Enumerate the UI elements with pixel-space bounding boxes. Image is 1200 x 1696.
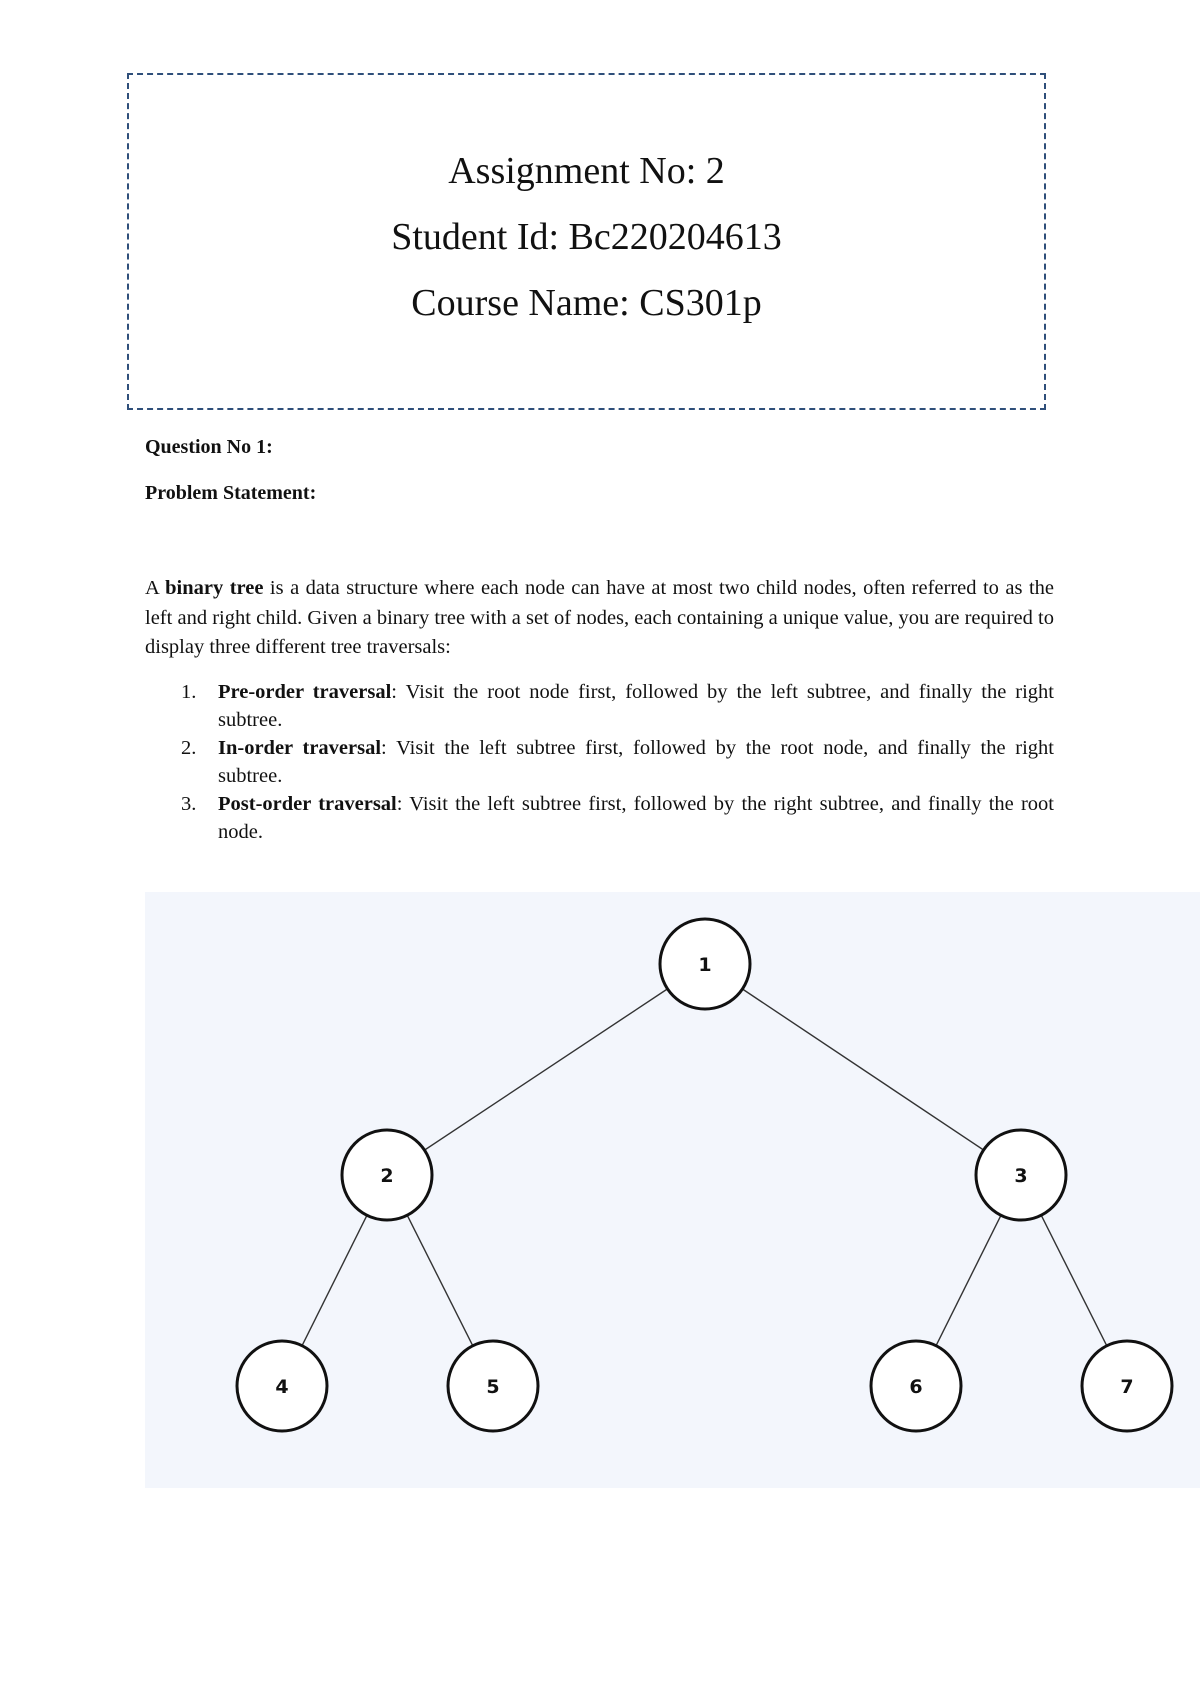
intro-bold-term: binary tree bbox=[165, 577, 264, 599]
tree-edge-3-6 bbox=[935, 1214, 1002, 1347]
tree-edge-2-5 bbox=[406, 1214, 474, 1347]
list-item-name: Pre-order traversal bbox=[218, 681, 392, 703]
list-item: 3. Post-order traversal: Visit the left s… bbox=[145, 790, 1054, 846]
intro-prefix: A bbox=[145, 577, 166, 599]
tree-node-3: 3 bbox=[974, 1128, 1068, 1222]
tree-node-4: 4 bbox=[235, 1339, 329, 1433]
traversal-list: 1. Pre-order traversal: Visit the root no… bbox=[145, 678, 1054, 846]
problem-statement-label: Problem Statement: bbox=[145, 482, 317, 504]
tree-node-circle bbox=[974, 1128, 1068, 1222]
list-item-description: : Visit the left subtree first, followed… bbox=[218, 737, 1054, 787]
assignment-header-box: Assignment No: 2 Student Id: Bc220204613… bbox=[127, 73, 1046, 410]
list-item: 2. In-order traversal: Visit the left sub… bbox=[145, 734, 1054, 790]
tree-node-label: 7 bbox=[1120, 1376, 1133, 1398]
course-name: Course Name: CS301p bbox=[411, 282, 762, 324]
binary-tree-svg: 1 2 3 4 5 6 7 bbox=[235, 917, 1174, 1433]
list-item-name: In-order traversal bbox=[218, 737, 382, 759]
tree-node-label: 1 bbox=[698, 954, 711, 976]
question-number-label: Question No 1: bbox=[145, 436, 273, 458]
tree-node-label: 3 bbox=[1014, 1165, 1027, 1187]
assignment-number: Assignment No: 2 bbox=[448, 150, 725, 192]
tree-node-2: 2 bbox=[340, 1128, 434, 1222]
tree-node-1: 1 bbox=[658, 917, 752, 1011]
tree-node-circle bbox=[1080, 1339, 1174, 1433]
binary-tree-diagram: 1 2 3 4 5 6 7 bbox=[145, 892, 1200, 1488]
tree-node-7: 7 bbox=[1080, 1339, 1174, 1433]
tree-node-circle bbox=[869, 1339, 963, 1433]
tree-node-label: 2 bbox=[380, 1165, 393, 1187]
list-item: 1. Pre-order traversal: Visit the root no… bbox=[145, 678, 1054, 734]
list-item-description: : Visit the root node first, followed by… bbox=[218, 681, 1054, 731]
tree-node-label: 4 bbox=[275, 1376, 288, 1398]
list-item-number: 2. bbox=[181, 737, 197, 759]
list-item-number: 3. bbox=[181, 793, 197, 815]
student-id: Student Id: Bc220204613 bbox=[391, 216, 782, 258]
intro-text: is a data structure where each node can … bbox=[145, 577, 1054, 658]
tree-node-circle bbox=[235, 1339, 329, 1433]
tree-edges bbox=[301, 988, 1108, 1347]
tree-edge-1-3 bbox=[742, 988, 984, 1151]
tree-node-circle bbox=[340, 1128, 434, 1222]
tree-node-label: 6 bbox=[909, 1376, 922, 1398]
tree-nodes: 1 2 3 4 5 6 7 bbox=[235, 917, 1174, 1433]
tree-node-label: 5 bbox=[486, 1376, 499, 1398]
list-item-name: Post-order traversal bbox=[218, 793, 397, 815]
tree-edge-3-7 bbox=[1040, 1214, 1108, 1347]
tree-node-circle bbox=[446, 1339, 540, 1433]
tree-node-6: 6 bbox=[869, 1339, 963, 1433]
tree-node-circle bbox=[658, 917, 752, 1011]
list-item-description: : Visit the left subtree first, followed… bbox=[218, 793, 1054, 843]
tree-edge-1-2 bbox=[424, 988, 668, 1151]
intro-paragraph: A binary tree is a data structure where … bbox=[145, 574, 1054, 663]
list-item-number: 1. bbox=[181, 681, 197, 703]
tree-edge-2-4 bbox=[301, 1214, 368, 1347]
tree-node-5: 5 bbox=[446, 1339, 540, 1433]
